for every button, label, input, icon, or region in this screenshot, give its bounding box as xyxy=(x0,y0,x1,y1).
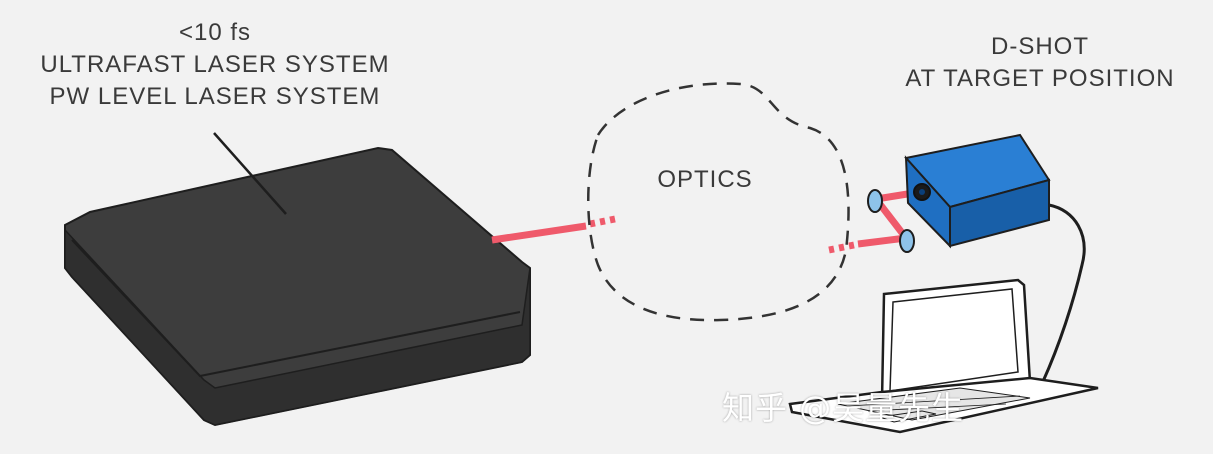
laser-system-label: <10 fs ULTRAFAST LASER SYSTEM PW LEVEL L… xyxy=(10,17,420,113)
cable xyxy=(1038,203,1086,389)
optics-region xyxy=(587,82,850,322)
mirror-lower xyxy=(899,229,915,253)
laser-beam-output xyxy=(491,215,616,244)
laser-label-line-3: PW LEVEL LASER SYSTEM xyxy=(49,83,381,110)
laser-system-box xyxy=(64,146,531,427)
laser-label-line-2: ULTRAFAST LASER SYSTEM xyxy=(40,51,390,78)
optics-label: OPTICS xyxy=(657,166,753,193)
dshot-label-line-2: AT TARGET POSITION xyxy=(905,65,1175,92)
laser-beam-input xyxy=(828,188,921,254)
dshot-device xyxy=(904,133,1051,249)
dshot-label: D-SHOT AT TARGET POSITION xyxy=(880,31,1200,95)
mirror-upper xyxy=(867,189,883,213)
dshot-label-line-1: D-SHOT xyxy=(991,33,1089,60)
leader-line xyxy=(213,132,287,215)
laptop xyxy=(788,278,1099,434)
laser-label-line-1: <10 fs xyxy=(178,19,252,46)
watermark: 知乎 @昊量先生 xyxy=(722,389,965,427)
